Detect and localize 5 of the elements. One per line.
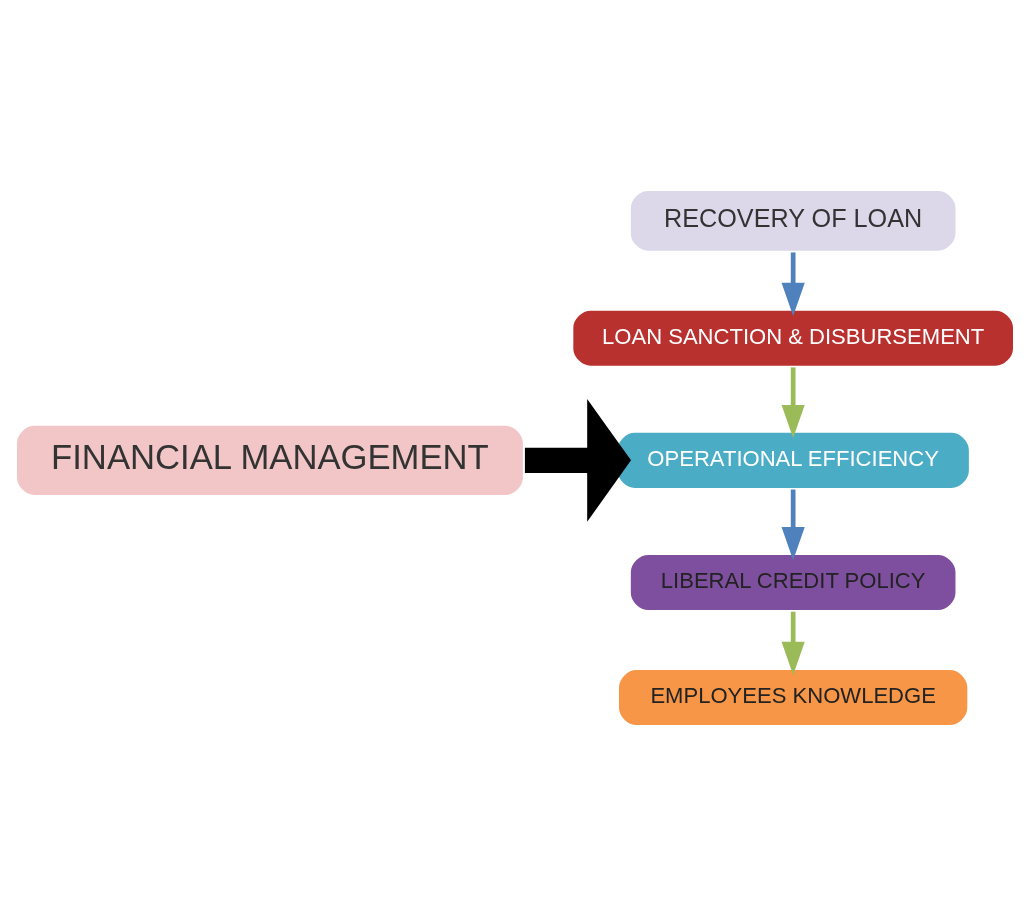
arrow xyxy=(781,489,805,561)
arrow xyxy=(524,398,631,522)
arrow xyxy=(781,611,805,675)
arrow xyxy=(781,252,805,316)
arrow xyxy=(781,367,805,439)
